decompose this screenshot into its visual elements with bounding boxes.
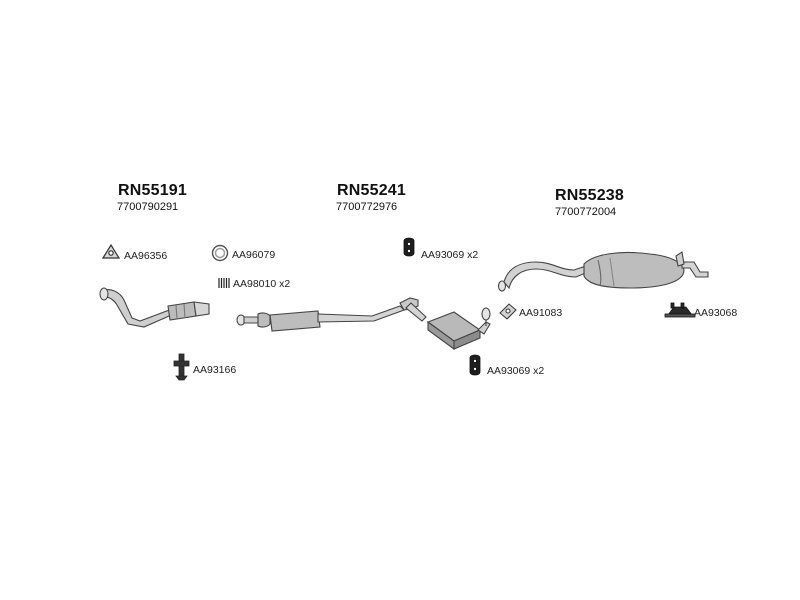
part-label-gasket-triangle: AA96356 [124, 250, 168, 262]
mounting-bracket-icon [173, 353, 190, 381]
assembly-oem-front-pipe: 7700790291 [117, 201, 179, 213]
part-label-clamp: AA91083 [519, 307, 563, 319]
part-label-rubber-mount: AA93068 [694, 307, 738, 319]
part-label-spring: AA98010 x2 [233, 278, 291, 290]
part-label-rubber-hanger-bottom: AA93069 x2 [487, 365, 545, 377]
part-label-rubber-hanger-top: AA93069 x2 [421, 249, 479, 261]
assembly-code-middle-silencer: RN55241 [337, 182, 407, 199]
spring-icon [218, 278, 230, 288]
part-label-mounting-bracket: AA93166 [193, 364, 237, 376]
rubber-hanger-icon [403, 237, 415, 257]
ring-gasket-icon [211, 244, 229, 262]
assembly-oem-middle-silencer: 7700772976 [336, 201, 398, 213]
front-pipe [99, 287, 210, 328]
assembly-oem-rear-silencer: 7700772004 [555, 206, 617, 218]
rear-silencer [497, 251, 709, 292]
assembly-code-rear-silencer: RN55238 [555, 187, 625, 204]
rubber-hanger-icon [469, 354, 481, 376]
clamp-icon [499, 303, 517, 320]
assembly-code-front-pipe: RN55191 [118, 182, 188, 199]
gasket-triangle-icon [101, 243, 121, 259]
rubber-mount-icon [664, 302, 696, 318]
middle-silencer [236, 297, 491, 351]
part-label-ring-gasket: AA96079 [232, 249, 276, 261]
